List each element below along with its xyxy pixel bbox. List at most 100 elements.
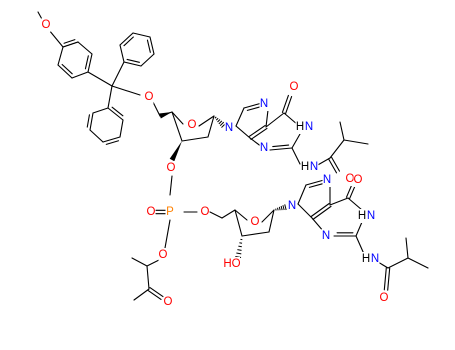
atom-g1-amide-O: O [346, 173, 355, 185]
g2-amide-CO-b [387, 267, 391, 291]
g1-C6-O-b [281, 94, 289, 113]
O-aryl-bond [48, 29, 64, 48]
sugar1-C3-C4 [171, 111, 183, 142]
ringC-double-inner [111, 106, 124, 117]
ringA-double-inner [63, 39, 76, 44]
atom-g1-NH: H [301, 161, 309, 173]
trityl-bond-A [87, 71, 113, 87]
ringA-double [62, 41, 79, 48]
atom-label-background [287, 199, 297, 213]
atom-g1-carbonyl-O: O [290, 81, 299, 93]
atom-label-background [300, 160, 310, 174]
ringC-double [102, 136, 121, 143]
atom-g2-N9: N [288, 200, 296, 212]
atom-g2-NH: H [362, 253, 370, 265]
g1-amide-CO-b [330, 156, 341, 172]
ringC-bond [92, 107, 109, 114]
atom-g2-amide-O: O [380, 292, 389, 304]
atom-label-background [224, 257, 240, 271]
g1-N1-C2 [291, 133, 301, 149]
ringA-bond [57, 46, 64, 66]
g2-NH-C [377, 261, 389, 269]
ringA-bond [77, 41, 93, 55]
atom-label-background [370, 252, 380, 266]
g1-C4-C5-b [248, 125, 266, 138]
g1-C5-C6 [265, 112, 285, 128]
ketone-double [147, 289, 162, 300]
atom-sugar1-ring-O: O [188, 119, 197, 131]
g1-CH-CH3b [339, 121, 345, 141]
g2-N9-C8 [297, 184, 307, 205]
sugar1-C1-hash-stroke [219, 121, 225, 127]
g2-C6-N1 [347, 197, 363, 211]
g2-C8-N7-inner [308, 183, 323, 188]
g2-C2-NH [355, 235, 365, 255]
atom-methoxy-O: O [42, 19, 51, 31]
atom-phosphate-O-alkyl: O [159, 249, 168, 261]
atom-trityl-O: O [145, 91, 154, 103]
g1-C4-C5 [250, 127, 268, 140]
sugar2-C4-O [234, 209, 248, 221]
g2-amide-CO [383, 267, 387, 291]
sugar2-C1-hash-stroke [284, 204, 287, 211]
atom-g2-N1H: H [358, 210, 366, 222]
atom-g2-carbonyl-O: O [354, 174, 363, 186]
ringB-double-inner [146, 39, 151, 53]
sugar1-O-C1 [198, 115, 215, 127]
atom-label-background [165, 205, 175, 219]
g1-C2-N3 [269, 147, 293, 151]
g2-C-CH [387, 257, 409, 269]
g1-C2-NH [291, 147, 301, 165]
ringC-bond [119, 119, 124, 138]
g2-C5-C6 [329, 197, 349, 206]
g2-N1-C2 [355, 221, 363, 237]
g1-C8-N7 [243, 102, 263, 109]
sugar2-C3-OH-hash-stroke [235, 255, 242, 258]
g1-C2-N3-inner [272, 144, 290, 148]
g1-C8-N7-inner [246, 106, 261, 111]
atom-label-background [304, 120, 314, 134]
sugar2-C3-OH-hash-stroke [236, 252, 242, 255]
atom-label-background [361, 252, 371, 266]
sugar2-C3-OH-hash-stroke [238, 245, 242, 248]
CO-CH3-bond [133, 288, 150, 301]
atom-g2-N1: N [367, 210, 375, 222]
atom-label-background [366, 209, 376, 223]
atom-label-background [187, 118, 197, 132]
O-CH-bond [146, 259, 160, 267]
ringC-double-inner [86, 114, 90, 128]
atom-label-background [353, 173, 363, 187]
g2-C4-C5-b [310, 203, 330, 218]
atom-label-background [289, 80, 299, 94]
sugar2-C1-hash-stroke [282, 205, 285, 211]
g2-C4-C5 [312, 205, 332, 220]
atom-label-background [166, 161, 176, 175]
ringA-double-inner [61, 63, 73, 75]
g2-CH-CH3b [405, 237, 409, 259]
ringC-double [107, 107, 124, 121]
ketone-double-b [149, 287, 164, 298]
sugar1-C2-C3 [181, 136, 209, 142]
sugar2-C1-C2 [268, 209, 275, 233]
ringB-double [149, 36, 155, 55]
sugar2-C1-hash-stroke [280, 205, 283, 211]
atom-label-background [144, 90, 154, 104]
CH2-C4-bond2 [221, 209, 236, 219]
g1-CH-CH3a [343, 139, 369, 145]
atom-label-background [321, 229, 331, 243]
atom-label-background [163, 295, 173, 309]
O5-CH2-bond [209, 211, 223, 219]
sugar1-C3-O-wedge [169, 141, 182, 162]
ringB-bond [132, 32, 151, 38]
atom-label-background [379, 291, 389, 305]
ringC-bond [89, 129, 104, 143]
sugar2-C3-C4 [234, 209, 243, 237]
g1-N7-C5 [265, 109, 269, 128]
atom-g1-N1: N [305, 121, 313, 133]
ringC-double [89, 112, 94, 131]
g2-C8-N7 [305, 179, 325, 186]
sugar1-C1-hash-stroke [217, 119, 221, 123]
sugar2-C1-hash-stroke [276, 207, 279, 211]
